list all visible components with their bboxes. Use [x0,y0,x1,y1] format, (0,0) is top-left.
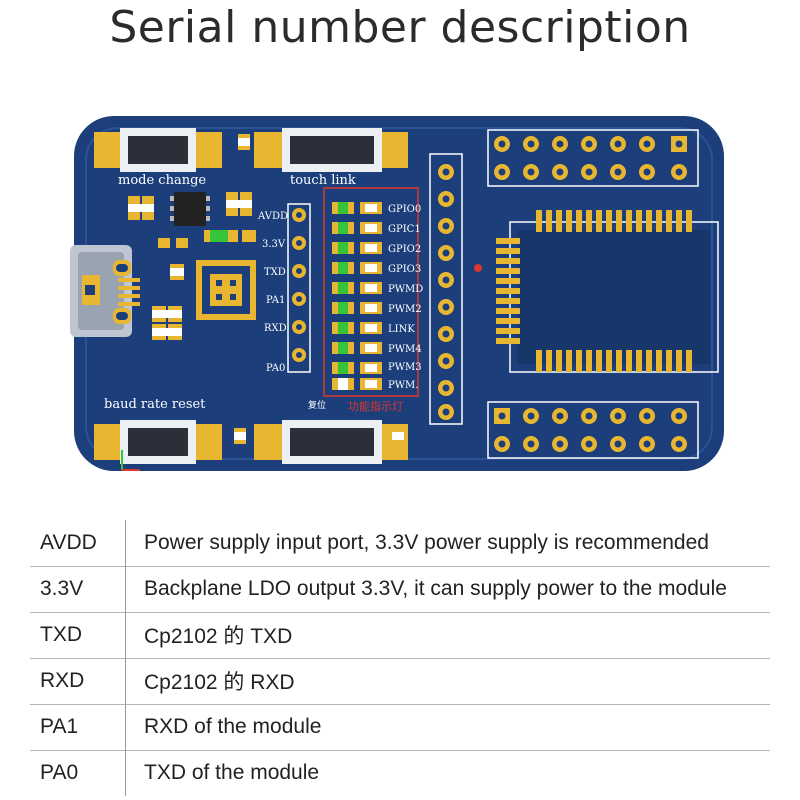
table-row: TXD Cp2102 的 TXD [30,611,770,658]
header-label-3v3: 3.3V [262,239,286,250]
table-row: AVDD Power supply input port, 3.3V power… [30,520,770,566]
led-label-pwm2: PWM2 [388,304,422,315]
led-label-gpio0: GPIO0 [388,204,421,215]
indicator-cn-label: 功能指示灯 [348,399,403,413]
pin-name: PA1 [30,703,126,750]
indicator-highlight-box [323,187,419,397]
led-label-gpio3: GPIO3 [388,264,421,275]
led-label-gpio2: GPIO2 [388,244,421,255]
pin-description-table: AVDD Power supply input port, 3.3V power… [30,520,770,796]
pin-description: Cp2102 的 RXD [125,657,770,704]
cp2102-chip [196,260,256,320]
table-row: 3.3V Backplane LDO output 3.3V, it can s… [30,565,770,612]
pin-description: Backplane LDO output 3.3V, it can supply… [125,565,770,612]
mode-change-label: mode change [118,173,206,188]
mode-change-button [94,128,222,172]
led-label-pwmd: PWMD [388,284,423,295]
header-label-txd: TXD [264,267,286,278]
module-footprint [496,210,719,373]
led-label-pwm-dot: PWM. [388,380,418,391]
pin-description: Cp2102 的 TXD [125,611,770,658]
pin-name: 3.3V [30,565,126,612]
led-column [332,202,382,390]
touch-link-button [254,128,408,172]
bottom-right-header [487,401,699,459]
reset-button [254,420,408,464]
page-title: Serial number description [109,2,691,53]
six-pin-header [287,203,311,373]
header-label-pa0: PA0 [266,363,285,374]
vertical-header [429,153,463,425]
baud-rate-button [94,420,222,464]
pin-name: PA0 [30,749,126,796]
pin-description: TXD of the module [125,749,770,796]
header-label-rxd: RXD [264,323,287,334]
touch-link-label: touch link [290,173,356,188]
led-label-pwm4: PWM4 [388,344,422,355]
pin-description: RXD of the module [125,703,770,750]
led-label-gpic1: GPIC1 [388,224,421,235]
table-row: RXD Cp2102 的 RXD [30,657,770,704]
table-row: PA1 RXD of the module [30,703,770,750]
ldo-chip [170,192,210,226]
pcb-board: mode change touch link [70,110,730,480]
header-label-avdd: AVDD [257,211,288,222]
pin-name: TXD [30,611,126,658]
pin-description: Power supply input port, 3.3V power supp… [144,530,709,554]
usb-connector [70,245,140,337]
pin-name: AVDD [30,520,126,566]
baud-rate-reset-label: baud rate reset [104,397,206,412]
table-row: PA0 TXD of the module [30,749,770,796]
top-right-header [487,129,699,187]
header-label-pa1: PA1 [266,295,285,306]
led-label-link: LINK [388,324,415,335]
pin-name: RXD [30,657,126,704]
reset-cn-label: 复位 [308,399,326,411]
led-label-pwm3: PWM3 [388,362,422,373]
